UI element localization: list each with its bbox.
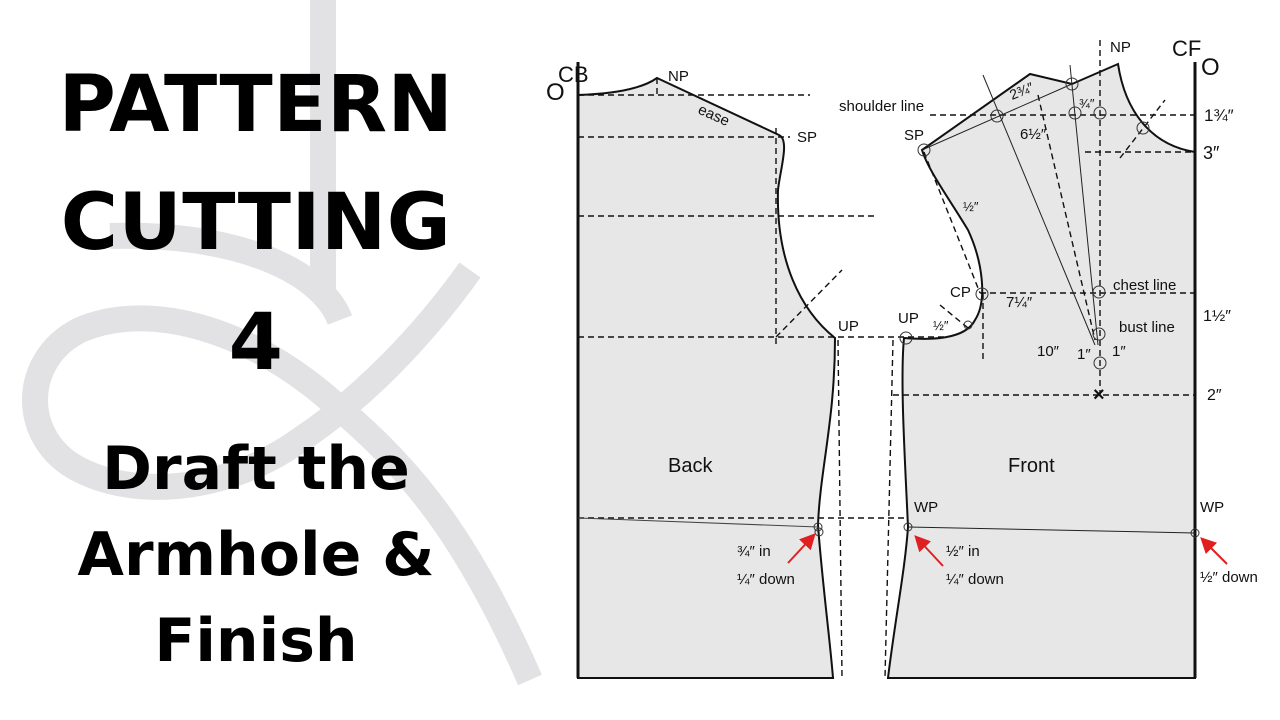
chest-line-label: chest line — [1113, 277, 1176, 294]
cb-label: CB — [558, 62, 589, 87]
title-line-1: PATTERN — [58, 60, 454, 150]
bust-point-x-icon: × — [1093, 384, 1105, 406]
title-block: PATTERN CUTTING 4 Draft the Armhole & Fi… — [0, 0, 560, 720]
back-waist-in-note: ¾″ in — [737, 543, 771, 560]
front-piece-label: Front — [1008, 455, 1055, 477]
cp-label: CP — [950, 284, 971, 301]
cf-measure-2: 2″ — [1207, 387, 1222, 404]
front-waist-down-note: ¼″ down — [946, 571, 1004, 588]
shoulder-line-label: shoulder line — [839, 98, 924, 115]
front-up-label: UP — [898, 310, 919, 327]
front-np-label: NP — [1110, 39, 1131, 56]
front-origin-label: O — [1201, 54, 1220, 81]
back-sp-label: SP — [797, 129, 817, 146]
bust-line-label: bust line — [1119, 319, 1175, 336]
annotation-arrows — [787, 533, 1228, 567]
subtitle-line-1: Draft the — [102, 434, 410, 504]
measure-1-right: 1″ — [1112, 343, 1126, 360]
episode-number: 4 — [228, 298, 284, 388]
back-waist-down-note: ¼″ down — [737, 571, 795, 588]
cf-measure-3: 3″ — [1203, 143, 1220, 163]
cf-label: CF — [1172, 36, 1201, 61]
measure-1-left: 1″ — [1077, 346, 1091, 363]
title-line-2: CUTTING — [60, 178, 452, 268]
measure-6-1-2: 6½″ — [1020, 126, 1047, 143]
measure-up-half: ½″ — [933, 318, 949, 333]
front-sp-label: SP — [904, 127, 924, 144]
back-piece — [576, 62, 1195, 679]
front-waist-in-note: ½″ in — [946, 543, 980, 560]
subtitle-line-2: Armhole & — [77, 520, 435, 590]
subtitle-line-3: Finish — [154, 606, 358, 676]
back-piece-label: Back — [668, 455, 713, 477]
front-piece: × — [884, 40, 1200, 679]
measure-10: 10″ — [1037, 343, 1060, 360]
cf-measure-1-1-2: 1½″ — [1203, 308, 1231, 325]
cf-waist-down-note: ½″ down — [1200, 569, 1258, 586]
cf-measure-1-3-4: 1¾″ — [1204, 106, 1234, 125]
measure-7-1-4: 7¼″ — [1006, 294, 1033, 311]
watermark-logo-icon — [22, 0, 542, 686]
cf-wp-label: WP — [1200, 499, 1224, 516]
front-wp-label: WP — [914, 499, 938, 516]
measure-armhole-half: ½″ — [963, 199, 979, 214]
measure-3-4: ¾″ — [1079, 96, 1095, 111]
back-np-label: NP — [668, 68, 689, 85]
back-origin-label: O — [546, 79, 565, 106]
back-up-label: UP — [838, 318, 859, 335]
